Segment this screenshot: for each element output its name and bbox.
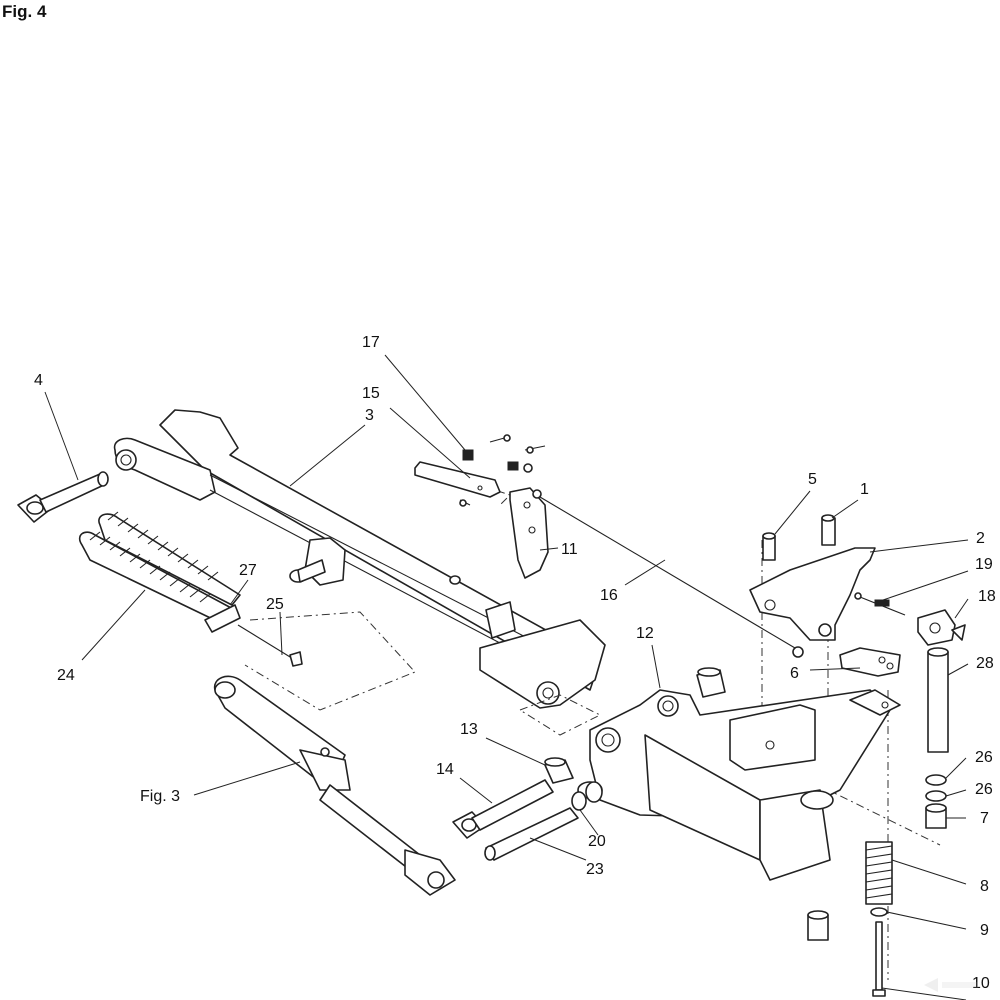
lower-bushing [807, 910, 829, 941]
callout-19: 19 [975, 556, 993, 573]
part-5-pin [762, 532, 776, 561]
callout-10: 10 [972, 975, 990, 992]
part-13-sleeve [544, 757, 574, 784]
part-10-bolt [872, 921, 886, 997]
part-11-lever [509, 487, 549, 579]
part-2-plate-bracket [749, 547, 876, 641]
upper-bushing [696, 667, 726, 698]
figure-title: Fig. 4 [2, 2, 47, 21]
callout-3: 3 [365, 407, 374, 424]
part-28-tube [927, 647, 949, 753]
callout-5: 5 [808, 471, 817, 488]
part-12-main-frame [577, 689, 901, 881]
callout-18: 18 [978, 588, 996, 605]
callout-9: 9 [980, 922, 989, 939]
callout-1: 1 [860, 481, 869, 498]
watermark-logo [924, 978, 978, 992]
part-9-washer [870, 907, 888, 917]
part-25-bolt [237, 624, 303, 667]
part-19-adjuster [854, 592, 906, 616]
callout-4: 4 [34, 372, 43, 389]
callout-26-bottom: 26 [975, 781, 993, 798]
part-1-pin [821, 514, 836, 546]
part-3-upper-arm [113, 409, 606, 709]
part-8-coil-spring [865, 841, 893, 905]
callout-14: 14 [436, 761, 454, 778]
fig-3-hydraulic-cylinder [213, 675, 456, 896]
part-20-rings [571, 781, 603, 811]
callout-13: 13 [460, 721, 478, 738]
callout-17: 17 [362, 334, 380, 351]
callout-12: 12 [636, 625, 654, 642]
callout-15: 15 [362, 385, 380, 402]
callout-26-top: 26 [975, 749, 993, 766]
part-23-pin [484, 807, 579, 861]
callout-28: 28 [976, 655, 994, 672]
part-26-rings [925, 774, 947, 802]
part-6-bracket [839, 647, 901, 677]
part-18-clamp [917, 609, 966, 646]
callout-16: 16 [600, 587, 618, 604]
callout-24: 24 [57, 667, 75, 684]
callout-2: 2 [976, 530, 985, 547]
part-16-cable [539, 496, 804, 658]
part-14-pin-plate [452, 779, 554, 839]
callout-25: 25 [266, 596, 284, 613]
callout-20: 20 [588, 833, 606, 850]
part-7-bushing [925, 803, 947, 829]
callout-fig-3: Fig. 3 [140, 788, 180, 805]
part-17-small-springs [462, 434, 546, 473]
callout-27: 27 [239, 562, 257, 579]
leader-lines [44, 354, 969, 1000]
callout-8: 8 [980, 878, 989, 895]
callout-6: 6 [790, 665, 799, 682]
part-15-bracket-arm [414, 461, 501, 507]
part-4-pivot-pin [17, 471, 109, 523]
part-24-springs [78, 511, 241, 633]
callout-7: 7 [980, 810, 989, 827]
callout-23: 23 [586, 861, 604, 878]
callout-11: 11 [561, 541, 578, 558]
